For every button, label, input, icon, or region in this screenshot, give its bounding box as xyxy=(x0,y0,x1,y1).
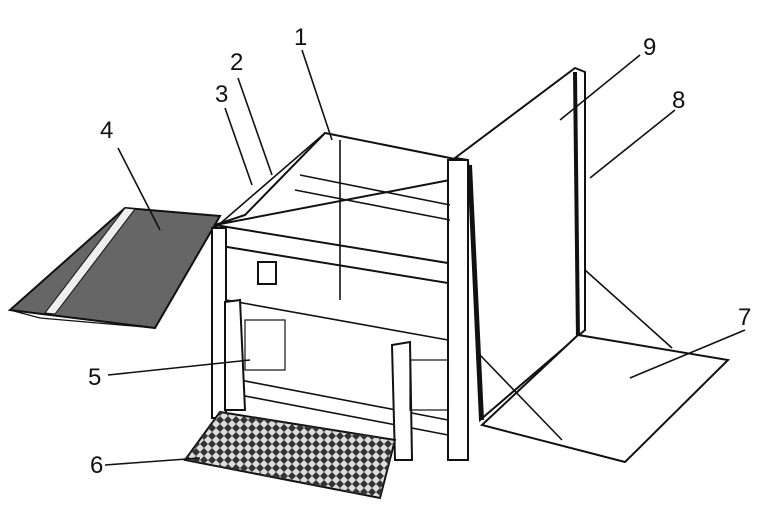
callout-9: 9 xyxy=(643,34,656,61)
left-ramp xyxy=(7,206,222,330)
callout-1: 1 xyxy=(294,24,307,51)
leader-lines xyxy=(104,49,746,466)
callout-6: 6 xyxy=(90,452,103,479)
callout-4: 4 xyxy=(100,117,113,144)
callout-7: 7 xyxy=(738,304,751,331)
step-plate xyxy=(183,410,397,500)
right-platform xyxy=(479,269,731,464)
back-panel xyxy=(452,66,586,423)
callout-8: 8 xyxy=(672,87,685,114)
callout-2: 2 xyxy=(230,49,243,76)
callout-3: 3 xyxy=(215,81,228,108)
callout-5: 5 xyxy=(88,364,101,391)
side-brackets xyxy=(224,298,449,461)
